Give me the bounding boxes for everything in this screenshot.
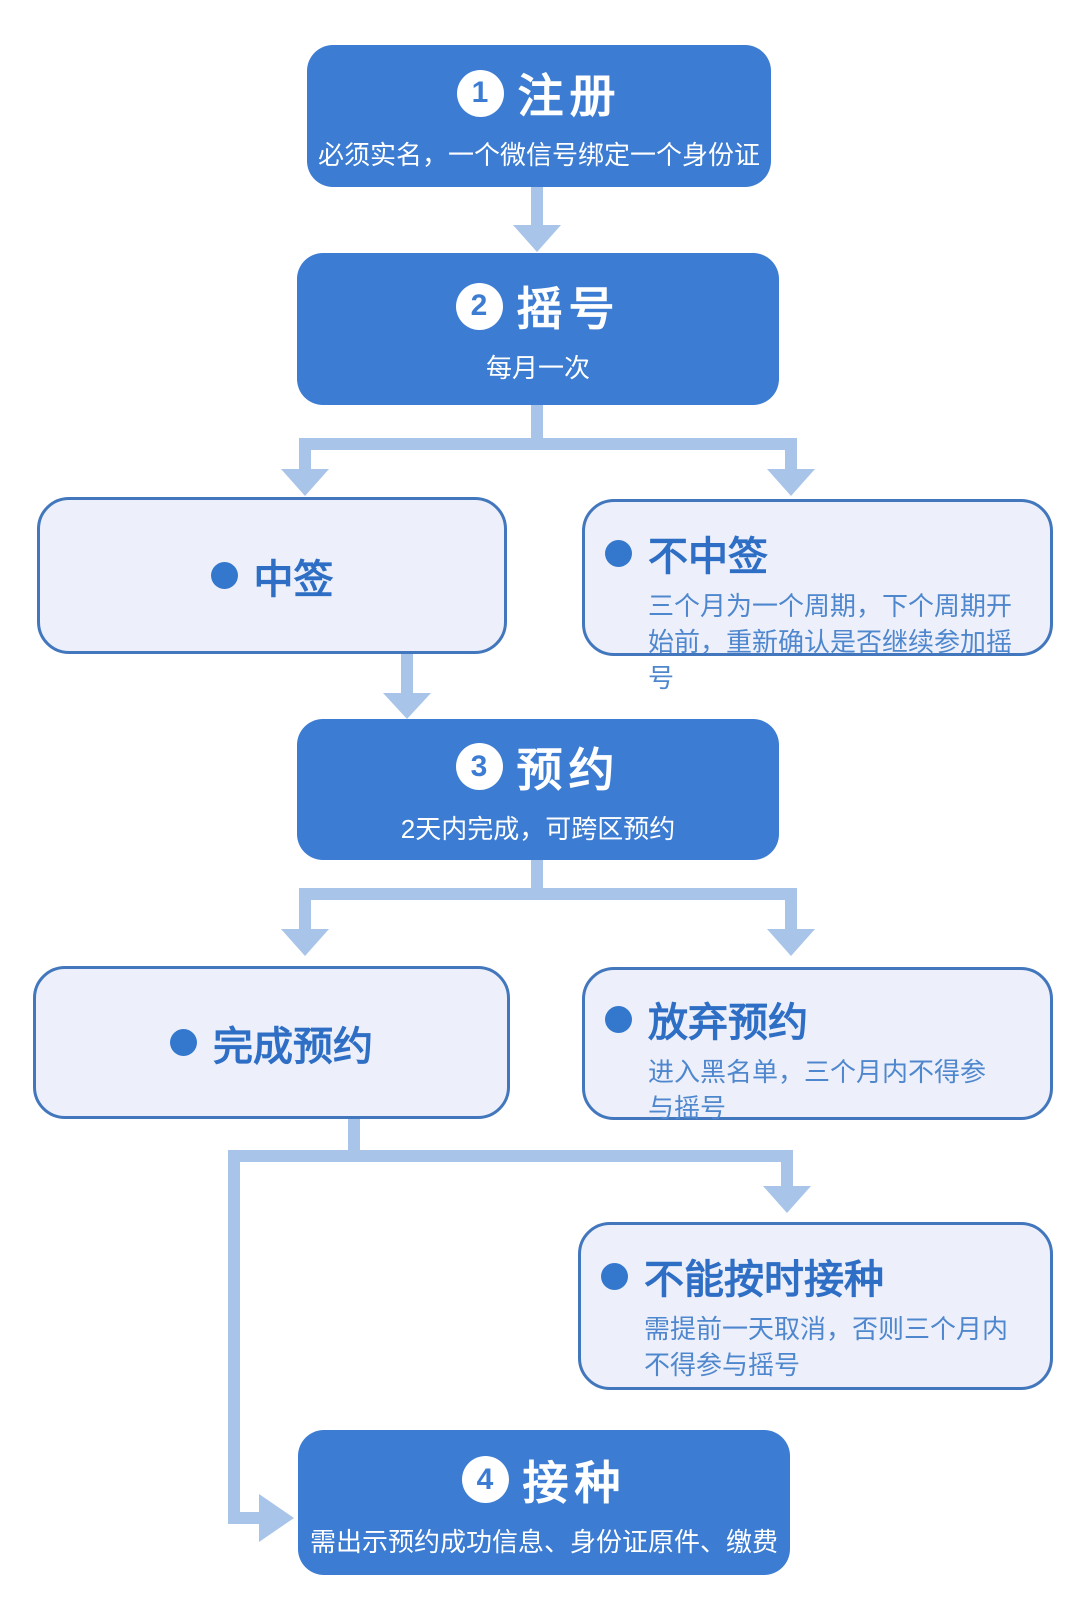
connector-step2-bar — [299, 438, 797, 450]
connector-step3-bar — [299, 888, 797, 900]
step-1-title-row: 1 注册 — [456, 60, 622, 126]
step-2-lottery-box: 2 摇号 每月一次 — [297, 253, 779, 405]
step-2-number: 2 — [470, 289, 488, 322]
connector-booked-stub — [348, 1115, 360, 1157]
connector-step4-elbow — [228, 1512, 262, 1524]
outcome-win-title-row: 中签 — [210, 547, 334, 605]
outcome-lose-title: 不中签 — [648, 535, 768, 579]
connector-step2-stub — [531, 400, 543, 444]
outcome-miss-title-row: 不能按时接种 — [601, 1247, 1010, 1305]
arrow-down-icon — [281, 929, 329, 956]
step-2-number-badge: 2 — [455, 282, 503, 330]
step-2-title: 摇号 — [516, 283, 621, 335]
outcome-lose-box: 不中签 三个月为一个周期，下个周期开始前，重新确认是否继续参加摇号 — [582, 499, 1053, 693]
step-3-number-badge: 3 — [455, 743, 503, 790]
step-3-subtitle: 2天内完成，可跨区预约 — [400, 813, 676, 844]
outcome-lose-title-row: 不中签 — [605, 524, 1036, 582]
outcome-abandon-detail: 进入黑名单，三个月内不得参与摇号 — [648, 1057, 987, 1123]
connector-step3-right-leg — [785, 898, 797, 932]
connector-step2-right-leg — [785, 448, 797, 472]
step-4-number-badge: 4 — [461, 1456, 509, 1503]
step-1-register-box: 1 注册 必须实名，一个微信号绑定一个身份证 — [307, 45, 771, 187]
arrow-down-icon — [767, 929, 815, 956]
step-4-title-row: 4 接种 — [461, 1447, 627, 1513]
bullet-icon — [170, 1029, 197, 1056]
connector-win-step3 — [401, 650, 413, 696]
connector-step3-left-leg — [299, 898, 311, 932]
outcome-miss-box: 不能按时接种 需提前一天取消，否则三个月内不得参与摇号 — [578, 1222, 1053, 1390]
outcome-miss-detail: 需提前一天取消，否则三个月内不得参与摇号 — [644, 1314, 1009, 1380]
outcome-lose-detail: 三个月为一个周期，下个周期开始前，重新确认是否继续参加摇号 — [648, 591, 1013, 693]
arrow-down-icon — [281, 469, 329, 496]
step-1-title: 注册 — [517, 70, 622, 122]
connector-step2-left-leg — [299, 448, 311, 472]
step-3-appointment-box: 3 预约 2天内完成，可跨区预约 — [297, 719, 779, 860]
outcome-booked-title-row: 完成预约 — [170, 1014, 373, 1072]
connector-step1-step2 — [531, 180, 543, 228]
step-1-number-badge: 1 — [456, 69, 504, 117]
connector-miss-leg — [781, 1160, 793, 1188]
arrow-down-icon — [763, 1186, 811, 1213]
arrow-right-icon — [259, 1494, 294, 1542]
bullet-icon — [605, 1005, 632, 1033]
step-3-title: 预约 — [516, 743, 621, 796]
bullet-icon — [605, 539, 632, 567]
step-4-number: 4 — [476, 1462, 494, 1496]
step-3-number: 3 — [470, 749, 488, 783]
bullet-icon — [210, 562, 238, 589]
step-4-title: 接种 — [522, 1456, 627, 1509]
outcome-abandon-title: 放弃预约 — [648, 1001, 808, 1045]
bullet-icon — [601, 1262, 628, 1290]
outcome-abandon-title-row: 放弃预约 — [605, 990, 1010, 1048]
step-4-subtitle: 需出示预约成功信息、身份证原件、缴费 — [309, 1526, 778, 1557]
step-1-subtitle: 必须实名，一个微信号绑定一个身份证 — [317, 140, 760, 170]
arrow-down-icon — [513, 225, 561, 252]
step-2-subtitle: 每月一次 — [485, 353, 590, 383]
connector-step4-left-leg — [228, 1160, 240, 1524]
step-2-title-row: 2 摇号 — [455, 273, 621, 339]
outcome-booked-title: 完成预约 — [213, 1024, 373, 1069]
outcome-miss-title: 不能按时接种 — [644, 1258, 884, 1302]
step-4-vaccinate-box: 4 接种 需出示预约成功信息、身份证原件、缴费 — [298, 1430, 790, 1575]
connector-step3-stub — [531, 855, 543, 893]
connector-booked-bar — [228, 1150, 793, 1162]
outcome-abandon-box: 放弃预约 进入黑名单，三个月内不得参与摇号 — [582, 967, 1053, 1123]
arrow-down-icon — [383, 693, 431, 719]
step-1-number: 1 — [471, 76, 489, 109]
outcome-win-title: 中签 — [253, 557, 334, 602]
arrow-down-icon — [767, 469, 815, 496]
outcome-booked-box: 完成预约 — [33, 966, 510, 1119]
outcome-win-box: 中签 — [37, 497, 507, 654]
step-3-title-row: 3 预约 — [455, 734, 621, 800]
